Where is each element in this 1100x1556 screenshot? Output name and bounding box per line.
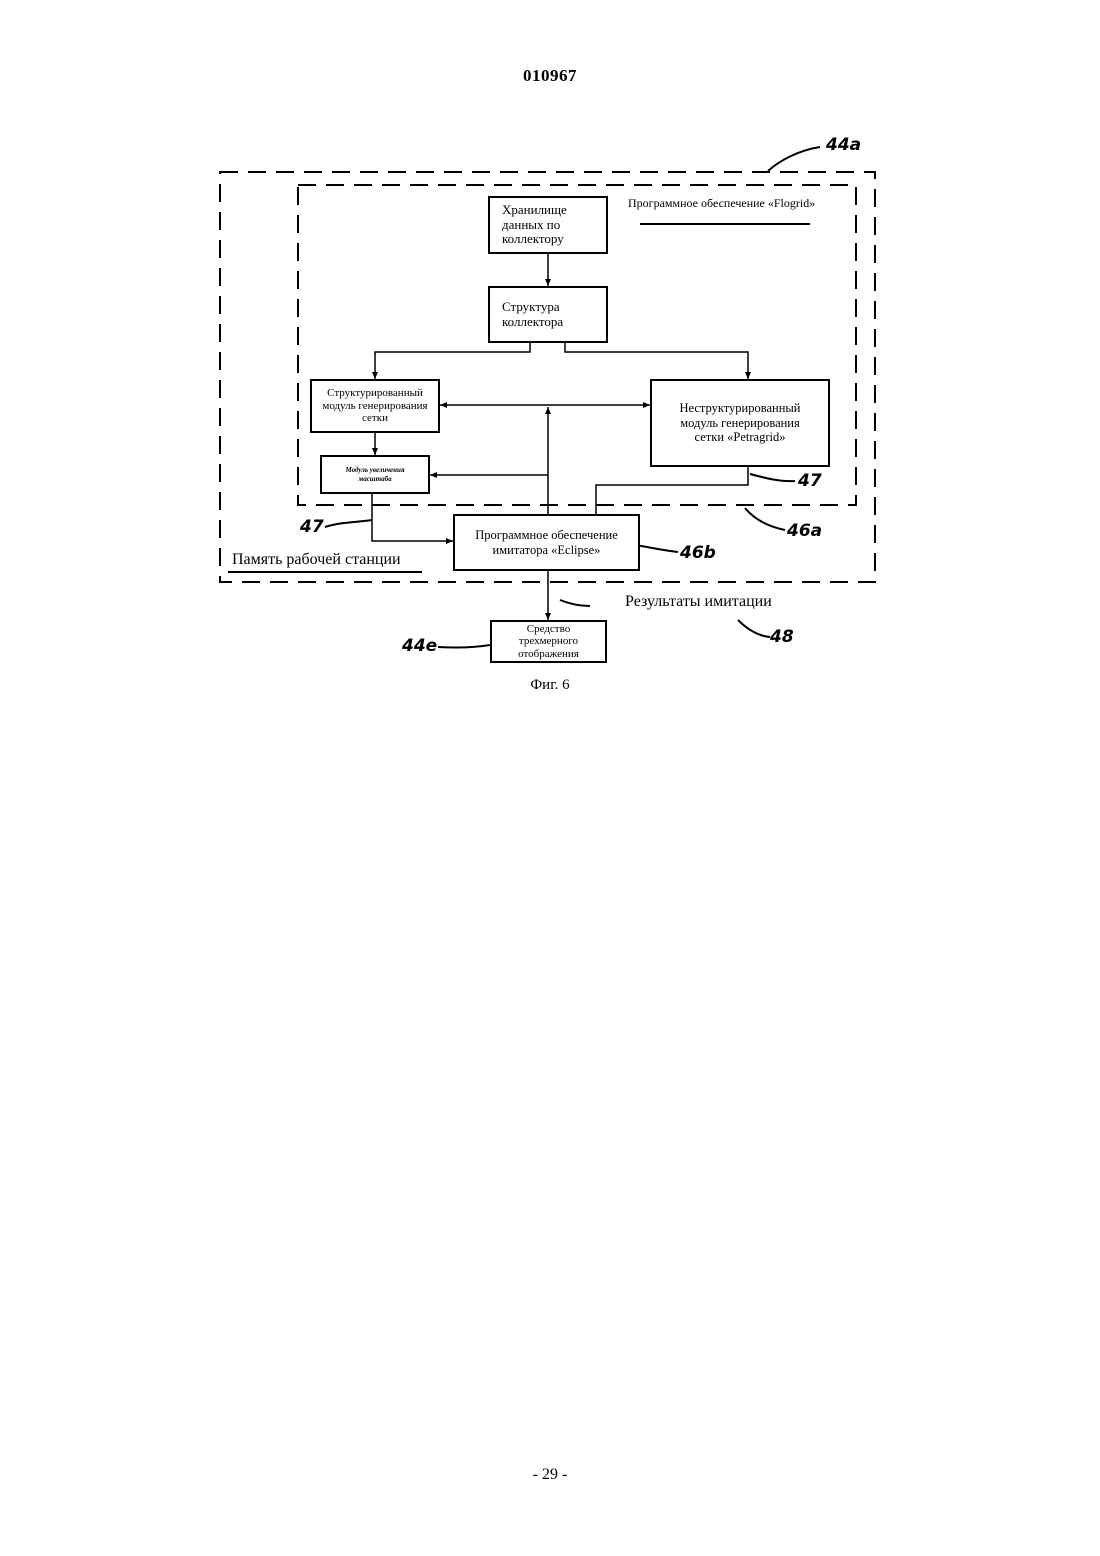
workstation-memory-label: Память рабочей станции (232, 551, 401, 569)
leader-44a (768, 147, 820, 171)
figure-caption: Фиг. 6 (0, 677, 1100, 694)
upscaling-block: Модуль увеличения масштаба (320, 455, 430, 494)
reservoir-structure-block: Структура коллектора (488, 286, 608, 343)
flogrid-label: Программное обеспечение «Flogrid» (628, 197, 815, 211)
connector-structure-to-unstructured-grid (565, 343, 748, 379)
leader-46a (745, 508, 785, 530)
eclipse-label: Программное обеспечение имитатора «Eclip… (475, 528, 618, 557)
ref-48: 48 (770, 627, 794, 647)
leader-44e (438, 645, 490, 648)
ref-44e: 44e (402, 636, 437, 656)
storage-block: Хранилище данных по коллектору (488, 196, 608, 254)
ref-47-left: 47 (300, 517, 324, 537)
unstructured-grid-label: Неструктурированный модуль генерирования… (679, 401, 800, 444)
leader-47-right (750, 474, 795, 481)
connector-upscaling-to-eclipse (372, 494, 453, 541)
connector-unstructured-to-eclipse (596, 467, 748, 514)
simulation-results-label: Результаты имитации (625, 593, 772, 611)
display-label: Средство трехмерного отображения (518, 623, 579, 661)
ref-46a: 46a (787, 521, 822, 541)
display-block: Средство трехмерного отображения (490, 620, 607, 663)
ref-44a: 44a (826, 135, 861, 155)
eclipse-block: Программное обеспечение имитатора «Eclip… (453, 514, 640, 571)
structured-grid-label: Структурированный модуль генерирования с… (322, 387, 427, 425)
page-number-footer: - 29 - (0, 1466, 1100, 1484)
leader-48 (738, 620, 770, 637)
ref-46b: 46b (680, 543, 716, 563)
reservoir-structure-label: Структура коллектора (502, 300, 563, 330)
connector-structure-to-structured-grid (375, 343, 530, 379)
leader-47-left (325, 520, 372, 527)
leader-results (560, 600, 590, 606)
unstructured-grid-block: Неструктурированный модуль генерирования… (650, 379, 830, 467)
upscaling-label: Модуль увеличения масштаба (345, 466, 404, 482)
storage-block-label: Хранилище данных по коллектору (502, 203, 567, 248)
ref-47-right: 47 (798, 471, 822, 491)
structured-grid-block: Структурированный модуль генерирования с… (310, 379, 440, 433)
